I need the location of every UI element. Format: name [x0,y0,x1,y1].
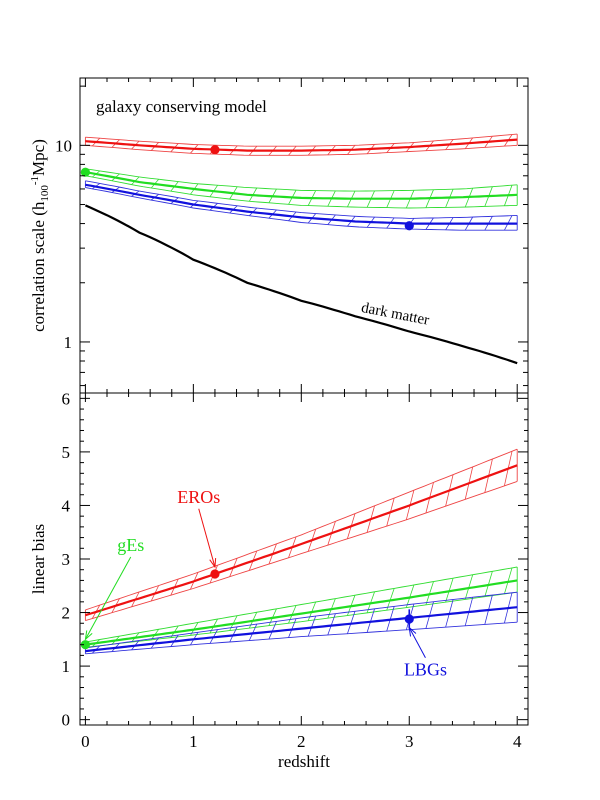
lbgs-line [85,183,518,225]
lbgs-band-lower [85,621,518,655]
y-tick-label: 1 [64,333,73,352]
eros-line [85,138,518,152]
ges-band-upper [85,168,518,192]
ges-line [85,171,518,200]
y-tick-label: 5 [62,443,71,462]
correlation-scale-panel: dark matter 1 10 galaxy conserving model cor… [29,77,529,394]
lbgs-hatch [327,613,336,636]
lbgs-line [85,606,518,653]
eros-line [85,464,518,617]
lbgs-hatch [288,618,297,638]
eros-band-lower [85,480,518,622]
x-tick-label: 4 [513,732,522,751]
ges-annotation-arrow [84,556,132,640]
panel-title: galaxy conserving model [96,97,267,116]
eros-data-point [210,569,220,579]
eros-band-upper [85,133,518,147]
ges-arrowhead [84,630,93,641]
x-tick-label: 1 [189,732,198,751]
ges-line [85,579,518,646]
ges-hatch [405,584,415,608]
y-axis-label-sup: -1 [29,176,41,185]
x-tick-label: 3 [405,732,414,751]
y-tick-label: 0 [62,711,71,730]
eros-band-lower [85,144,518,156]
y-tick-label: 2 [62,604,71,623]
lbgs-band-lower [85,187,518,231]
ges-band-lower [85,175,518,209]
lbgs-band-upper [85,591,518,649]
ges-band-upper [85,566,518,643]
lbgs-annotation-arrow [408,627,426,658]
dark_matter-line [84,204,518,365]
ges-data-point [80,167,90,177]
lbgs-arrowhead [408,626,417,637]
lbgs-band-upper [85,180,518,219]
y-axis-label-suffix: Mpc) [29,139,48,176]
y-tick-label: 1 [62,657,71,676]
lbgs-data-point [404,614,414,624]
ges-data-point [80,640,90,650]
lbgs-hatch [307,615,317,637]
x-tick-label: 0 [81,732,90,751]
lbgs-annotation-label: LBGs [404,660,447,680]
lbgs-hatch [268,621,277,640]
lbgs-hatch [366,608,375,633]
y-axis-label: linear bias [29,524,48,594]
x-axis-label: redshift [278,752,330,771]
lbgs-data-point [404,221,414,231]
ges-annotation-label: gEs [117,535,144,555]
y-axis-label-sub: 100 [39,185,51,202]
y-tick-label: 10 [55,136,72,155]
eros-band-upper [85,448,518,611]
y-axis-label: correlation scale (h100-1Mpc) [29,139,51,332]
lbgs-hatch [347,611,356,634]
dark_matter-label: dark matter [360,300,431,329]
y-tick-label: 4 [62,496,71,515]
eros-arrowhead [209,558,217,569]
eros-data-point [210,145,220,155]
eros-annotation-arrow [198,508,216,568]
y-tick-label: 3 [62,550,71,569]
eros-annotation-label: EROs [177,487,220,507]
x-tick-label: 2 [297,732,306,751]
y-tick-label: 6 [62,389,71,408]
plot-frame [79,392,529,726]
y-axis-label-prefix: correlation scale (h [29,201,48,332]
